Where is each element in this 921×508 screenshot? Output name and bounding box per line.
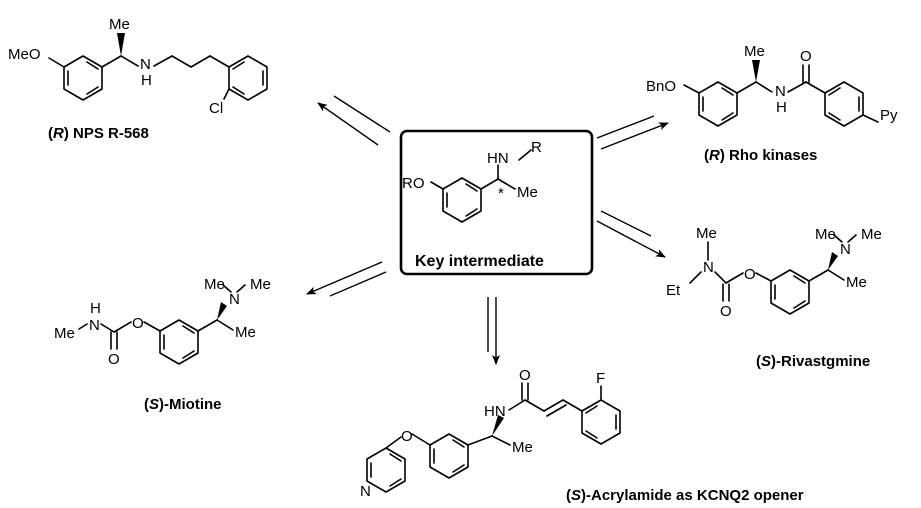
rho-ring-2: [824, 81, 864, 127]
compound-rivastigmine: Me N Et O O Me N Me Me (S)-Rivastgmine: [666, 225, 882, 370]
miotine-o-ether-label: O: [132, 315, 144, 332]
acrylamide-o-carbonyl-label: O: [519, 367, 531, 384]
miotine-h-label: H: [90, 300, 101, 317]
arrow-to-rho-2: [596, 115, 655, 139]
rivastigmine-me-3-label: Me: [861, 226, 882, 243]
key-ro-label: RO: [402, 175, 425, 192]
reaction-arrows: [306, 95, 669, 365]
miotine-n-2-label: N: [229, 291, 240, 308]
rivastigmine-me-2-label: Me: [815, 226, 836, 243]
rivastigmine-n-2-label: N: [840, 241, 851, 258]
rho-ring-1: [698, 81, 738, 127]
nps-h-label: H: [141, 72, 152, 89]
rho-caption: (R) Rho kinases: [704, 147, 817, 164]
miotine-o-carbonyl-label: O: [108, 351, 120, 368]
miotine-me-4-label: Me: [235, 324, 256, 341]
rivastigmine-ring: [770, 269, 810, 315]
acrylamide-f-label: F: [596, 370, 605, 387]
key-hn-label: HN: [487, 150, 509, 167]
nps-me-label: Me: [109, 16, 130, 33]
rho-o-label: O: [800, 48, 812, 65]
acrylamide-fluorophenyl-ring: [581, 399, 621, 445]
miotine-ring: [159, 319, 199, 365]
rho-me-label: Me: [744, 43, 765, 60]
compound-nps-r568: MeO Me N H Cl (R) NPS R-568: [8, 16, 268, 142]
rivastigmine-caption: (S)-Rivastgmine: [756, 353, 870, 370]
acrylamide-o-ether-label: O: [401, 428, 413, 445]
arrow-to-rho: [600, 122, 669, 150]
acrylamide-n-pyridine-label: N: [360, 483, 371, 500]
acrylamide-aryl-ring: [429, 433, 469, 479]
nps-ring-2: [228, 55, 268, 101]
rivastigmine-me-1-label: Me: [696, 225, 717, 242]
rivastigmine-o-ether-label: O: [744, 266, 756, 283]
nps-ring-1: [63, 55, 103, 101]
compound-rho-kinases: BnO Me N H O Py (R) Rho kinases: [646, 43, 898, 164]
rho-n-label: N: [775, 83, 786, 100]
rivastigmine-et-label: Et: [666, 282, 681, 299]
nps-meo-label: MeO: [8, 46, 41, 63]
miotine-me-3-label: Me: [250, 276, 271, 293]
compound-acrylamide: N O HN Me O F (S)-Acrylamide as KCNQ2 op…: [360, 367, 804, 504]
rivastigmine-n-1-label: N: [703, 259, 714, 276]
arrow-to-miotine: [306, 261, 383, 295]
arrow-to-rivastigmine: [596, 220, 666, 258]
rivastigmine-me-4-label: Me: [846, 274, 867, 291]
nps-cl-label: Cl: [209, 100, 223, 117]
compound-miotine: Me H N O O Me N Me Me (S)-Miotine: [54, 276, 271, 413]
miotine-n-1-label: N: [89, 317, 100, 334]
nps-caption: (R) NPS R-568: [48, 125, 149, 142]
acrylamide-caption: (S)-Acrylamide as KCNQ2 opener: [566, 487, 804, 504]
arrow-to-nps: [317, 102, 379, 146]
key-intermediate: RO HN R Me * Key intermediate: [399, 129, 594, 276]
miotine-me-1-label: Me: [54, 325, 75, 342]
key-intermediate-box: [399, 129, 594, 276]
miotine-me-2-label: Me: [204, 276, 225, 293]
acrylamide-pyridine-ring: [366, 447, 406, 493]
rho-h-label: H: [776, 99, 787, 116]
acrylamide-me-label: Me: [512, 439, 533, 456]
key-me-label: Me: [517, 184, 538, 201]
rho-py-label: Py: [880, 107, 898, 124]
acrylamide-hn-label: HN: [484, 403, 506, 420]
arrow-to-nps-2: [333, 95, 391, 133]
miotine-caption: (S)-Miotine: [144, 396, 222, 413]
arrow-to-rivastigmine-2: [600, 210, 652, 237]
key-stereo-mark: *: [498, 185, 504, 202]
rho-bno-label: BnO: [646, 78, 676, 95]
nps-n-label: N: [140, 56, 151, 73]
rivastigmine-o-carbonyl-label: O: [720, 303, 732, 320]
key-r-label: R: [531, 139, 542, 156]
key-intermediate-caption: Key intermediate: [415, 253, 544, 270]
arrow-to-miotine-2: [329, 271, 387, 297]
